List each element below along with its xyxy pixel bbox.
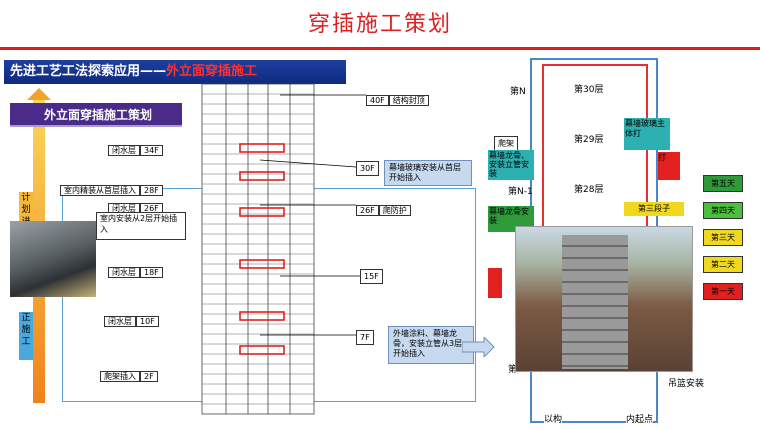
banner-prefix: 先进工艺工法探索应用——	[10, 64, 167, 79]
tag-keel-pipe: 幕墙龙骨、安装立管安装	[488, 150, 534, 180]
site-photo-facade	[515, 226, 693, 372]
floor-29: 第29层	[574, 135, 604, 145]
concrete-column	[562, 235, 628, 369]
legend-day-4: 第四天	[703, 202, 743, 219]
tag-n: 第N	[510, 87, 526, 97]
tag-glass: 幕墙玻璃主体打	[624, 118, 670, 150]
tag-scaffold: 爬架	[494, 136, 518, 151]
tag-struct: 以构	[544, 412, 563, 425]
label-7f-floor: 7F	[356, 330, 374, 345]
legend-day-3: 第三天	[703, 229, 743, 246]
tag-start: 内起点	[626, 412, 654, 425]
label-30f-floor: 30F	[356, 161, 379, 176]
label-indoor-install: 室内安装从2层开始插入	[96, 212, 186, 240]
label-15f: 15F	[360, 269, 383, 284]
tag-basket: 吊篮安装	[668, 379, 705, 389]
tag-red	[488, 268, 502, 298]
label-30f-note: 幕墙玻璃安装从首层开始插入	[384, 160, 472, 186]
legend-day-1: 第一天	[703, 283, 743, 300]
tag-red-right: 打	[658, 152, 680, 180]
section-banner: 先进工艺工法探索应用——外立面穿插施工	[4, 60, 346, 84]
page-title: 穿插施工策划	[307, 12, 452, 37]
banner-highlight: 外立面穿插施工	[166, 64, 258, 79]
label-7f-note: 外墙涂料、幕墙龙骨，安装立管从3层开始插入	[388, 326, 474, 364]
strategy-subtitle: 外立面穿插施工策划	[10, 103, 182, 127]
floor-30: 第30层	[574, 85, 604, 95]
construction-text: 正施工	[19, 312, 33, 360]
building-elevation	[201, 83, 315, 415]
legend-day-2: 第二天	[703, 256, 743, 273]
leader-lines	[260, 94, 366, 336]
title-divider	[0, 47, 760, 50]
tag-n-1: 第N-1	[508, 187, 533, 197]
site-photo-interior	[10, 221, 96, 297]
floor-28: 第28层	[574, 185, 604, 195]
legend-day-5: 第五天	[703, 175, 743, 192]
tag-stage: 第三段子	[624, 202, 684, 216]
right-arrow	[462, 337, 495, 357]
